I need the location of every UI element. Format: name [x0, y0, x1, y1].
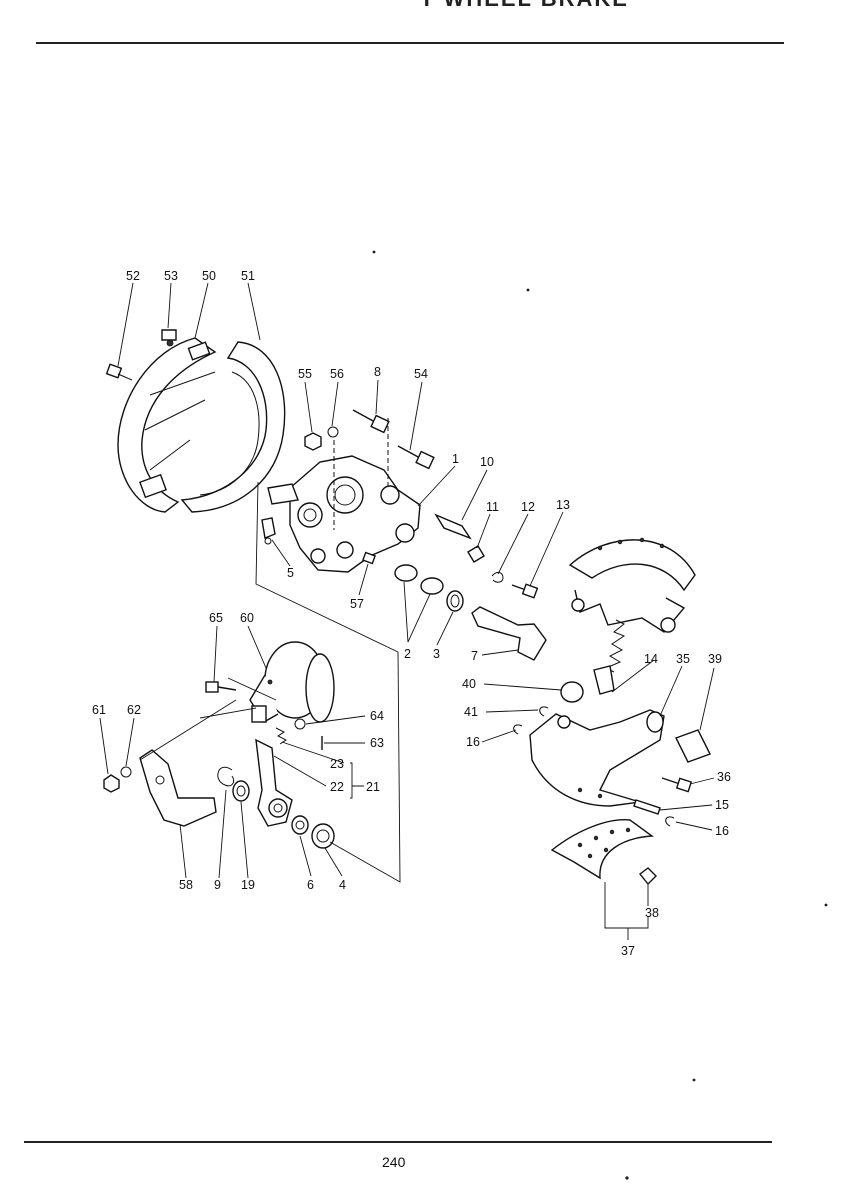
callout-23: 23 — [330, 757, 344, 771]
washer-part-6 — [291, 815, 309, 835]
rivet-part-38 — [639, 867, 657, 886]
leader-lines — [99, 282, 715, 940]
footer-rule — [24, 1141, 772, 1143]
callout-16-right: 16 — [715, 824, 729, 838]
washer-part-62 — [120, 766, 132, 778]
plug-part-53 — [161, 329, 177, 341]
callout-22: 22 — [330, 780, 344, 794]
callout-54: 54 — [414, 367, 428, 381]
spring-part-23 — [275, 727, 287, 745]
callout-4: 4 — [339, 878, 346, 892]
brake-spider-part-1 — [267, 455, 421, 573]
bolt-part-65 — [205, 681, 237, 693]
bolt-part-13 — [511, 583, 539, 599]
callout-56: 56 — [330, 367, 344, 381]
callout-65: 65 — [209, 611, 223, 625]
pin-part-57 — [362, 551, 376, 565]
callout-35: 35 — [676, 652, 690, 666]
callout-19: 19 — [241, 878, 255, 892]
assembly-lines — [139, 418, 401, 883]
bolt-part-52 — [105, 363, 133, 381]
callout-1: 1 — [452, 452, 459, 466]
pin-part-15 — [633, 799, 661, 815]
callout-63: 63 — [370, 736, 384, 750]
seal-part-3 — [446, 590, 464, 612]
clip-part-16b — [665, 816, 675, 827]
callout-21: 21 — [366, 780, 380, 794]
clip-part-16a — [513, 724, 523, 735]
washer-part-12 — [491, 571, 504, 583]
callout-37: 37 — [621, 944, 635, 958]
callout-38: 38 — [645, 906, 659, 920]
lining-part-37 — [550, 819, 654, 880]
snap-ring-part-9 — [217, 766, 235, 787]
scan-specks — [372, 250, 828, 1180]
callout-61: 61 — [92, 703, 106, 717]
backing-plate-part-50 — [117, 337, 217, 513]
bolt-part-36 — [661, 777, 693, 793]
callout-8: 8 — [374, 365, 381, 379]
callout-39: 39 — [708, 652, 722, 666]
bushing-part-2 — [394, 564, 444, 595]
callout-41: 41 — [464, 705, 478, 719]
callout-labels: 52 53 50 51 55 56 8 54 1 10 11 12 13 5 5… — [92, 269, 731, 958]
callout-51: 51 — [241, 269, 255, 283]
callout-64: 64 — [370, 709, 384, 723]
callout-55: 55 — [298, 367, 312, 381]
callout-6: 6 — [307, 878, 314, 892]
callout-60: 60 — [240, 611, 254, 625]
dust-shield-part-51 — [180, 341, 286, 513]
callout-16-left: 16 — [466, 735, 480, 749]
callout-2: 2 — [404, 647, 411, 661]
callout-14: 14 — [644, 652, 658, 666]
callout-15: 15 — [715, 798, 729, 812]
callout-62: 62 — [127, 703, 141, 717]
page-title: T WHEEL BRAKE — [420, 0, 629, 12]
bolt-part-8 — [352, 409, 390, 434]
page-number: 240 — [382, 1154, 406, 1170]
washer-part-56 — [327, 426, 339, 438]
callout-53: 53 — [164, 269, 178, 283]
roller-part-40 — [560, 681, 584, 703]
washer-part-64 — [294, 718, 306, 730]
callout-12: 12 — [521, 500, 535, 514]
callout-58: 58 — [179, 878, 193, 892]
callout-57: 57 — [350, 597, 364, 611]
callout-13: 13 — [556, 498, 570, 512]
seal-part-4 — [311, 823, 335, 849]
slack-adjuster-part-21 — [255, 738, 293, 827]
callout-11: 11 — [486, 500, 499, 514]
bracket-part-58 — [139, 749, 217, 827]
nut-part-61 — [103, 774, 120, 793]
callout-36: 36 — [717, 770, 731, 784]
bushing-part-39 — [675, 729, 711, 763]
bolt-part-54 — [397, 445, 435, 470]
callout-52: 52 — [126, 269, 140, 283]
clip-part-41 — [539, 706, 549, 717]
callout-5: 5 — [287, 566, 294, 580]
callout-50: 50 — [202, 269, 216, 283]
brake-shoe-part-35 — [529, 709, 665, 807]
pin-part-10 — [434, 513, 472, 540]
grease-fitting-part-5 — [261, 517, 276, 545]
retainer-part-11 — [467, 545, 485, 563]
callout-40: 40 — [462, 677, 476, 691]
washer-part-19 — [232, 780, 250, 802]
camshaft-part-7 — [471, 606, 547, 661]
header-rule — [36, 42, 784, 44]
return-spring-part-14 — [593, 619, 626, 695]
callout-7: 7 — [471, 649, 478, 663]
brake-chamber-part-60 — [249, 641, 335, 723]
nut-part-55 — [304, 432, 322, 451]
callout-9: 9 — [214, 878, 221, 892]
brake-shoe-upper — [568, 537, 696, 633]
callout-10: 10 — [480, 455, 494, 469]
callout-3: 3 — [433, 647, 440, 661]
